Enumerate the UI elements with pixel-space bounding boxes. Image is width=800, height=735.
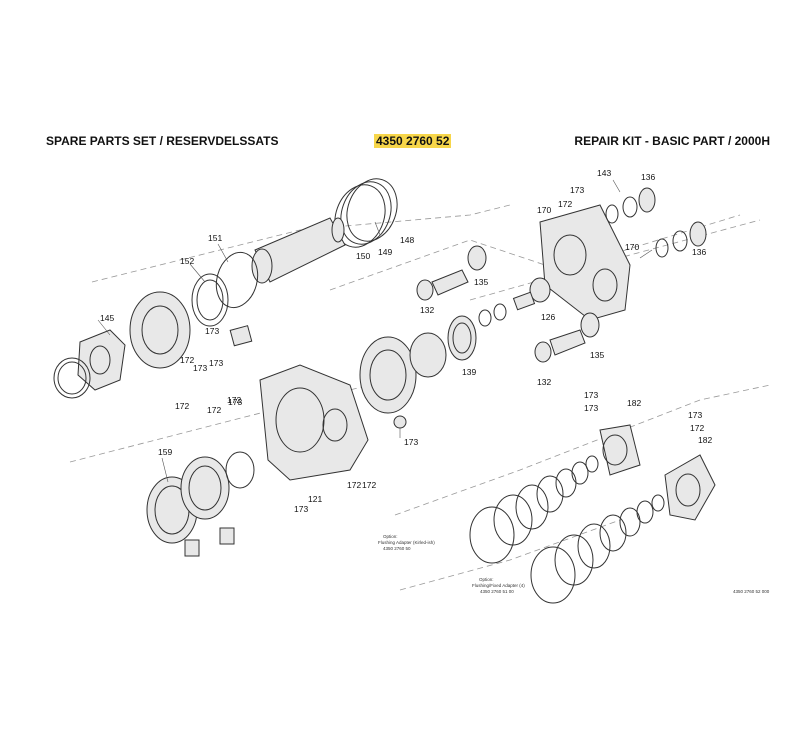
callout-label: 173 <box>688 410 702 420</box>
callout-label: 182 <box>698 435 712 445</box>
callout-label: 172 <box>180 355 194 365</box>
callout-label: 172 <box>690 423 704 433</box>
option-note-1: Option: Flushing Adapter (Kirled-ish) 43… <box>378 534 435 551</box>
callout-label: 132 <box>420 305 434 315</box>
callout-label: 172 <box>175 401 189 411</box>
ring-series-lower <box>530 494 665 604</box>
callout-label: 172 <box>207 405 221 415</box>
leader-lines <box>97 179 653 483</box>
header-left-title: SPARE PARTS SET / RESERVDELSSATS <box>46 134 279 148</box>
drawing-number: 4350 2760 52 000 <box>733 589 770 594</box>
plug-part <box>229 325 253 347</box>
lock-plate-145 <box>77 329 126 391</box>
callout-label: 121 <box>308 494 322 504</box>
option2-line2: Flushing/Fixed Adapter (4) <box>472 583 525 588</box>
key-part-b <box>219 527 235 545</box>
snap-rings <box>334 178 398 248</box>
flange-plate <box>129 291 191 369</box>
callout-label: 150 <box>356 251 370 261</box>
callout-label: 173 <box>584 403 598 413</box>
callout-label: 143 <box>597 168 611 178</box>
o-ring-151 <box>215 251 259 309</box>
header-part-number: 4350 2760 52 <box>374 134 452 148</box>
ring-series-upper <box>469 455 599 564</box>
key-part-a <box>184 539 200 557</box>
callout-label: 172 <box>347 480 361 490</box>
callout-label: 149 <box>378 247 392 257</box>
callout-label: 173 <box>209 358 223 368</box>
option2-line1: Option: <box>479 577 494 582</box>
callout-label: 148 <box>400 235 414 245</box>
callout-labels: 143 136 173 170 172 170 136 148 151 149 150 152 135 1… <box>100 168 712 514</box>
callout-label: 136 <box>692 247 706 257</box>
callout-label: 173 <box>570 185 584 195</box>
callout-label: 173 <box>228 397 242 407</box>
callout-label: 182 <box>627 398 641 408</box>
adapter-lower <box>599 424 716 521</box>
callout-label: 135 <box>590 350 604 360</box>
callout-label: 151 <box>208 233 222 243</box>
callout-label: 172 <box>362 480 376 490</box>
callout-label: 173 <box>584 390 598 400</box>
option-note-2: Option: Flushing/Fixed Adapter (4) 4350 … <box>472 577 525 594</box>
callout-label: 173 <box>193 363 207 373</box>
shafts-right <box>478 187 707 363</box>
callout-label: 139 <box>462 367 476 377</box>
callout-label: 135 <box>474 277 488 287</box>
callout-label: 170 <box>537 205 551 215</box>
gear-139 <box>359 315 477 414</box>
callout-label: 126 <box>541 312 555 322</box>
callout-label: 172 <box>227 395 241 405</box>
seal-ring-152 <box>191 273 229 327</box>
callout-label: 136 <box>641 172 655 182</box>
callout-label: 132 <box>537 377 551 387</box>
option1-line2: Flushing Adapter (Kirled-ish) <box>378 540 435 545</box>
main-housing <box>259 364 369 481</box>
callout-label: 159 <box>158 447 172 457</box>
option2-line3: 4350 2760 51 00 <box>480 589 514 594</box>
option1-line3: 4350 2760 50 <box>383 546 411 551</box>
seal-kit-121 <box>146 451 255 544</box>
callout-label: 170 <box>625 242 639 252</box>
callout-label: 172 <box>558 199 572 209</box>
callout-label: 173 <box>294 504 308 514</box>
callout-label: 152 <box>180 256 194 266</box>
callout-label: 173 <box>205 326 219 336</box>
option1-line1: Option: <box>383 534 398 539</box>
bolt-159 <box>393 415 407 429</box>
input-shaft <box>251 217 346 284</box>
right-gear-housing <box>539 204 631 321</box>
callout-label: 173 <box>404 437 418 447</box>
callout-label: 145 <box>100 313 114 323</box>
header-right-title: REPAIR KIT - BASIC PART / 2000H <box>574 134 770 148</box>
shaft-upper <box>416 245 487 301</box>
seal-ring-left <box>53 357 91 399</box>
